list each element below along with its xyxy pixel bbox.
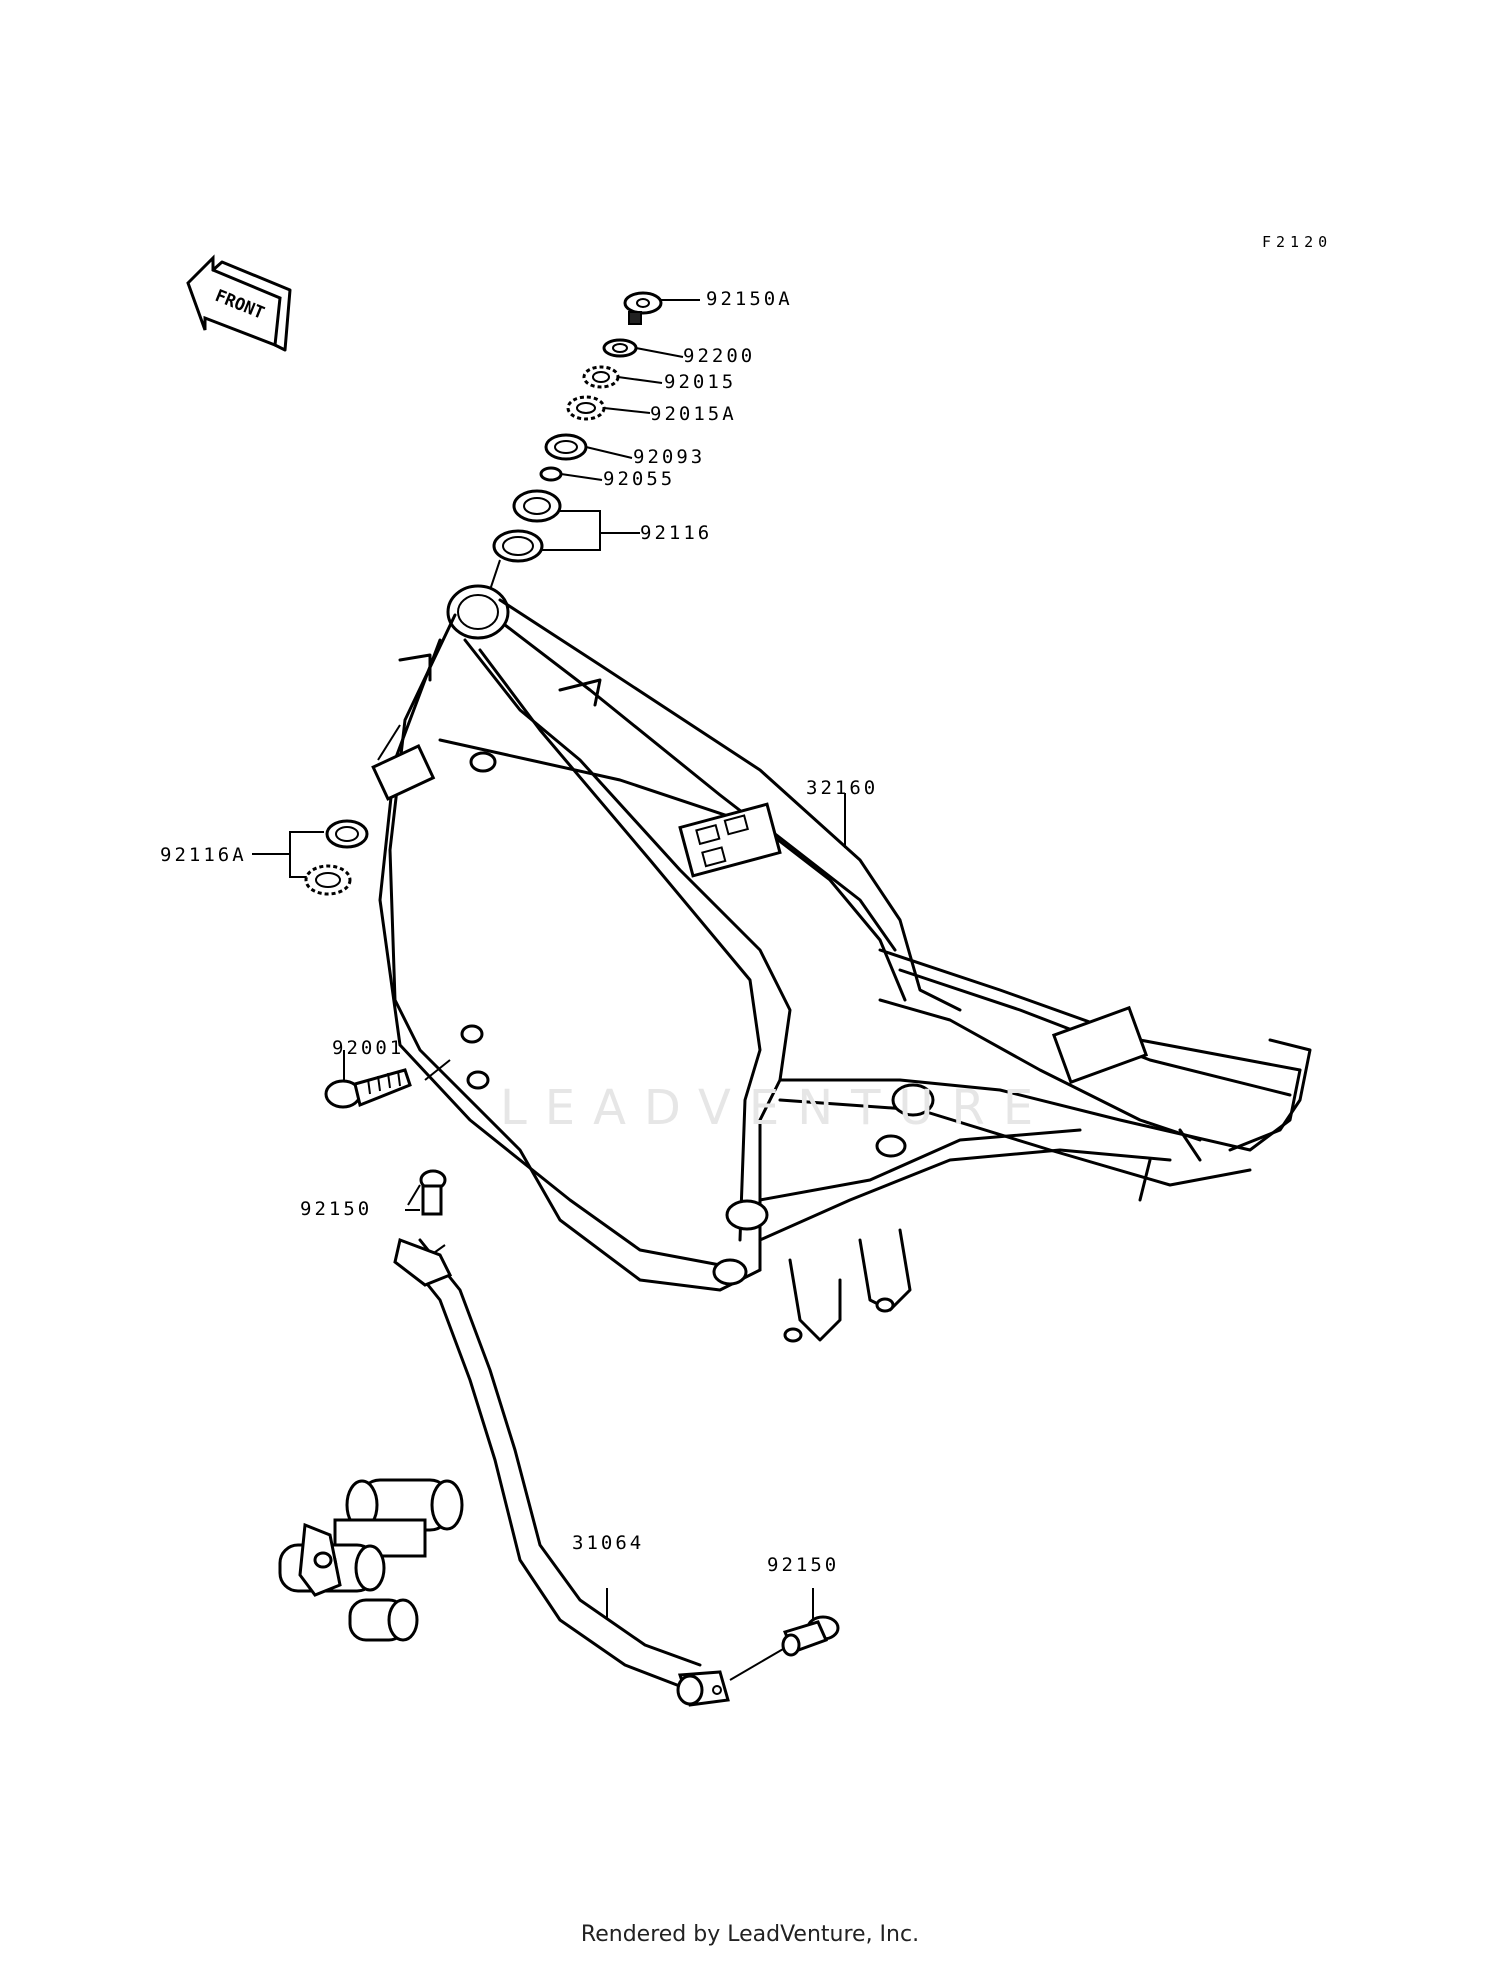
part-label-92150a: 92150A	[706, 288, 793, 310]
part-label-92200: 92200	[683, 345, 756, 367]
front-arrow-icon: FRONT	[186, 254, 292, 352]
diagram-code: F2120	[1262, 233, 1333, 251]
o-ring-92055	[539, 466, 563, 482]
watermark: LEADVENTURE	[500, 1080, 1052, 1136]
nut-92015	[582, 365, 620, 389]
footer-credit: Rendered by LeadVenture, Inc.	[580, 1922, 920, 1947]
part-label-92116a: 92116A	[160, 844, 247, 866]
bolt-92150-upper	[419, 1169, 447, 1216]
seal-92093	[544, 433, 588, 461]
part-label-32160: 32160	[806, 777, 879, 799]
part-label-92116: 92116	[640, 522, 713, 544]
bolt-92150-lower	[781, 1615, 840, 1657]
bearing-upper-92116	[512, 489, 562, 523]
bearing-pair-92116a	[304, 724, 436, 896]
part-label-92055: 92055	[603, 468, 676, 490]
down-tube-31064	[278, 1237, 730, 1707]
washer-92200	[602, 338, 638, 358]
part-label-92001: 92001	[332, 1037, 405, 1059]
part-label-92015a: 92015A	[650, 403, 737, 425]
cap-bolt-92150a	[623, 291, 663, 325]
part-label-92150-upper: 92150	[300, 1198, 373, 1220]
bearing-lower-92116	[492, 529, 544, 563]
bolt-92001	[324, 1068, 412, 1109]
part-label-92150-lower: 92150	[767, 1554, 840, 1576]
part-label-92093: 92093	[633, 446, 706, 468]
part-label-92015: 92015	[664, 371, 737, 393]
part-label-31064: 31064	[572, 1532, 645, 1554]
nut-92015a	[566, 395, 606, 421]
main-frame-32160	[378, 584, 1312, 1343]
